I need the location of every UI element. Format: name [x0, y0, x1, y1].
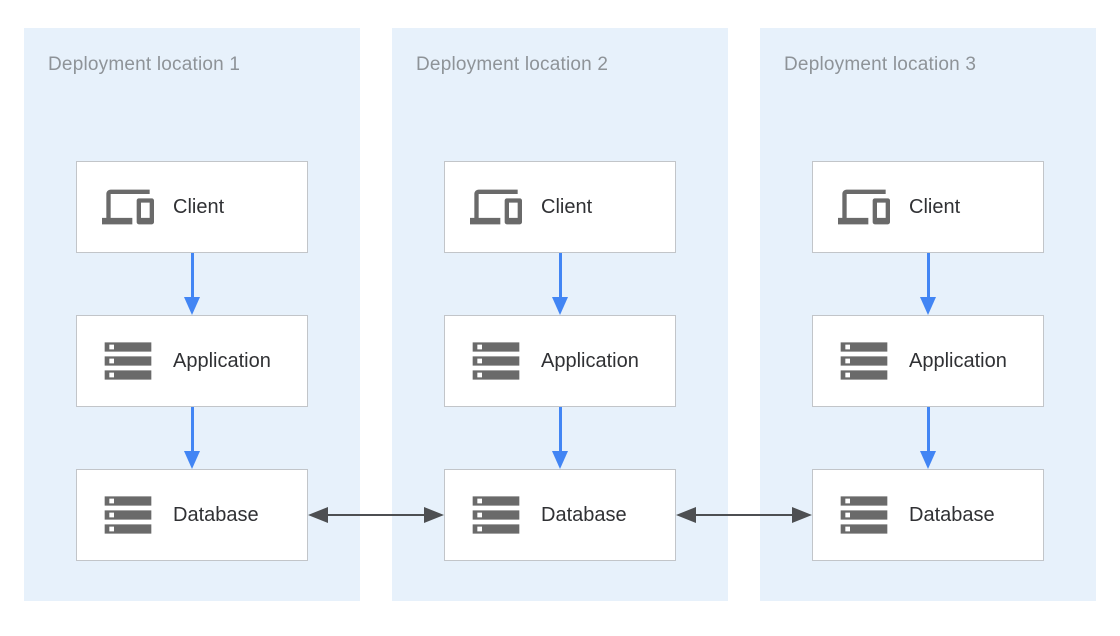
node-label: Database: [173, 503, 259, 526]
server-stack-icon: [835, 333, 893, 389]
server-stack-icon: [467, 333, 525, 389]
server-stack-icon: [467, 487, 525, 543]
client-node: Client: [76, 161, 308, 253]
application-to-database-arrow: [920, 407, 936, 469]
devices-icon: [467, 179, 525, 235]
deployment-location-1-title: Deployment location 1: [48, 54, 241, 75]
node-label: Application: [909, 349, 1007, 372]
application-node: Application: [76, 315, 308, 407]
deployment-location-1-panel: Deployment location 1 Client Application: [24, 28, 360, 601]
devices-icon: [99, 179, 157, 235]
database-node: Database: [444, 469, 676, 561]
client-node: Client: [444, 161, 676, 253]
database-sync-arrow-1-2: [308, 507, 444, 523]
client-to-application-arrow: [184, 253, 200, 315]
database-node: Database: [812, 469, 1044, 561]
server-stack-icon: [99, 333, 157, 389]
devices-icon: [835, 179, 893, 235]
client-to-application-arrow: [552, 253, 568, 315]
node-label: Client: [173, 195, 225, 218]
application-to-database-arrow: [184, 407, 200, 469]
node-label: Application: [173, 349, 271, 372]
server-stack-icon: [99, 487, 157, 543]
application-to-database-arrow: [552, 407, 568, 469]
deployment-location-3-panel: Deployment location 3 Client Application: [760, 28, 1096, 601]
server-stack-icon: [835, 487, 893, 543]
application-node: Application: [812, 315, 1044, 407]
node-label: Application: [541, 349, 639, 372]
client-to-application-arrow: [920, 253, 936, 315]
node-label: Client: [909, 195, 961, 218]
deployment-location-2-panel: Deployment location 2 Client Application: [392, 28, 728, 601]
node-label: Database: [541, 503, 627, 526]
application-node: Application: [444, 315, 676, 407]
node-label: Database: [909, 503, 995, 526]
node-label: Client: [541, 195, 593, 218]
database-sync-arrow-2-3: [676, 507, 812, 523]
deployment-location-3-title: Deployment location 3: [784, 54, 977, 75]
deployment-location-2-title: Deployment location 2: [416, 54, 609, 75]
client-node: Client: [812, 161, 1044, 253]
database-node: Database: [76, 469, 308, 561]
